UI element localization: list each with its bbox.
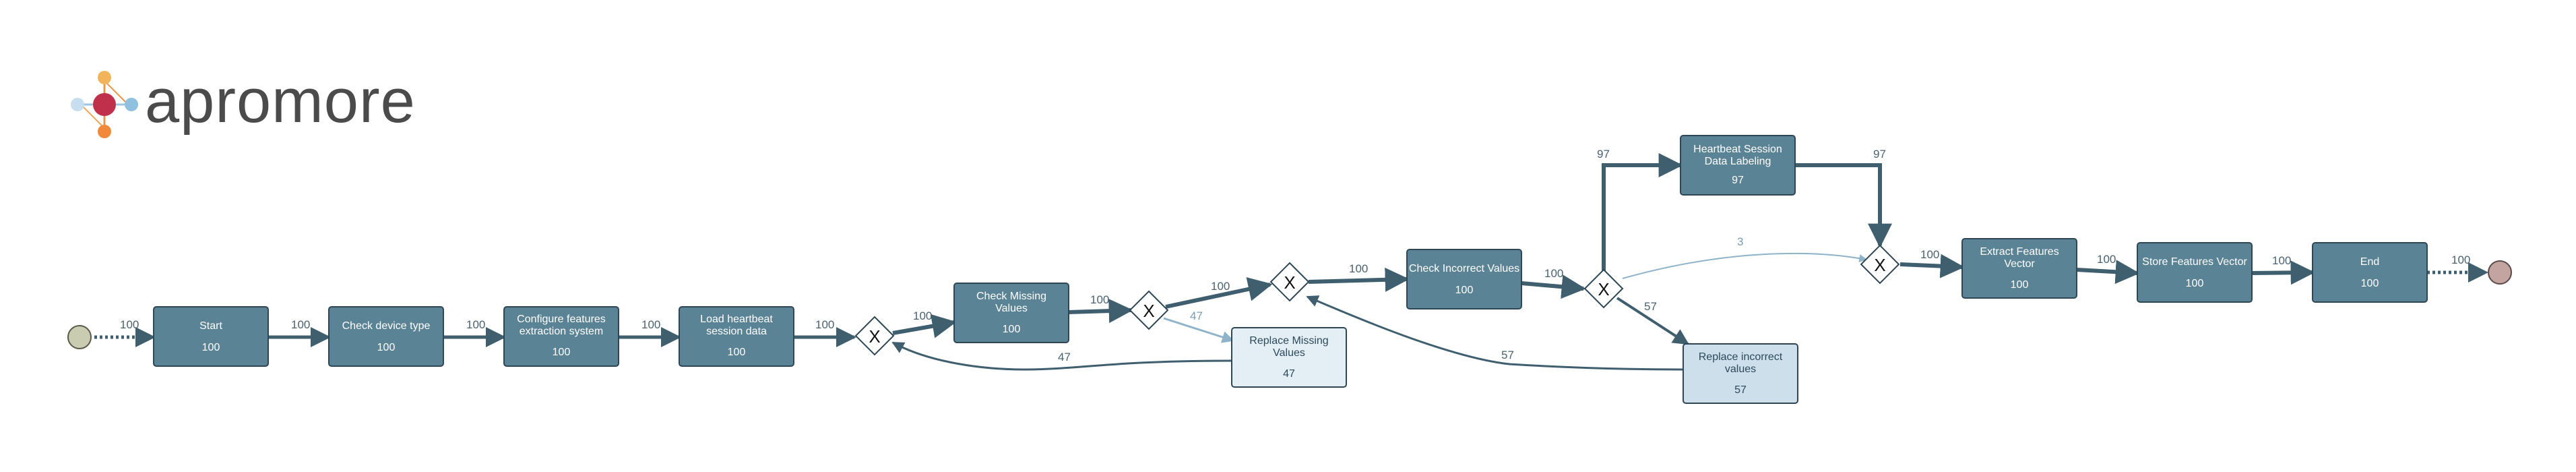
task-label: Store Features Vector xyxy=(2142,256,2247,268)
task-label: Configure features xyxy=(517,314,606,325)
task-count: 57 xyxy=(1734,384,1747,396)
edge-label: 3 xyxy=(1737,235,1743,248)
task-label: Check device type xyxy=(342,320,431,332)
task-heartbeat-labeling[interactable]: Heartbeat Session Data Labeling 97 xyxy=(1680,135,1796,196)
gateway-symbol: X xyxy=(1143,301,1154,321)
edge-gateway4-to-gateway5[interactable] xyxy=(1622,252,1868,279)
edge-gateway5-to-extract[interactable] xyxy=(1899,254,1965,278)
task-label: extraction system xyxy=(520,326,603,337)
edge-label: 47 xyxy=(1190,309,1203,322)
task-count: 100 xyxy=(377,342,396,353)
edge-gateway2-to-gateway3[interactable] xyxy=(1165,277,1273,309)
xor-gateway-2[interactable]: X xyxy=(1129,290,1169,330)
edge-label: 100 xyxy=(1920,248,1939,261)
edge-label: 100 xyxy=(2097,253,2116,266)
edge-extract-to-store[interactable] xyxy=(2076,260,2140,285)
task-label: Data Labeling xyxy=(1705,156,1771,167)
end-event[interactable] xyxy=(2488,260,2512,285)
task-count: 100 xyxy=(2011,279,2029,291)
task-check-incorrect-values[interactable]: Check Incorrect Values 100 xyxy=(1406,249,1522,309)
task-count: 100 xyxy=(1003,324,1021,335)
apromore-logo: apromore xyxy=(67,67,418,142)
edge-check-missing-to-gateway2[interactable] xyxy=(1068,299,1133,324)
edge-gateway2-to-replace-missing[interactable] xyxy=(1163,317,1234,343)
edge-label: 97 xyxy=(1873,148,1886,160)
edge-gateway4-to-labeling[interactable] xyxy=(1602,153,1683,273)
edge-label: 100 xyxy=(466,318,485,331)
task-count: 97 xyxy=(1732,175,1744,186)
task-count: 100 xyxy=(2361,278,2379,289)
task-label: Vector xyxy=(2004,258,2035,270)
task-count: 100 xyxy=(2186,278,2204,289)
task-count: 100 xyxy=(728,347,746,358)
xor-gateway-1[interactable]: X xyxy=(854,316,895,356)
edge-labeling-to-gateway5[interactable] xyxy=(1795,163,1892,248)
edge-replace-missing-to-gateway1[interactable] xyxy=(891,341,1232,371)
task-check-device-type[interactable]: Check device type 100 xyxy=(328,306,444,367)
edge-label: 100 xyxy=(2451,254,2470,266)
task-replace-incorrect-values[interactable]: Replace incorrect values 57 xyxy=(1683,343,1798,404)
xor-gateway-4[interactable]: X xyxy=(1583,268,1624,309)
xor-gateway-3[interactable]: X xyxy=(1269,262,1310,302)
edge-label: 57 xyxy=(1644,300,1657,313)
gateway-symbol: X xyxy=(869,326,880,347)
task-label: Heartbeat Session xyxy=(1693,144,1782,155)
task-check-missing-values[interactable]: Check Missing Values 100 xyxy=(953,283,1069,343)
task-start[interactable]: Start 100 xyxy=(153,306,269,367)
task-count: 100 xyxy=(202,342,220,353)
task-label: Load heartbeat xyxy=(700,314,773,325)
edge-label: 100 xyxy=(2272,254,2291,267)
edges: 100 100 100 100 100 100 100 47 47 100 10… xyxy=(94,148,2488,371)
task-label: values xyxy=(1725,363,1756,375)
task-label: Values xyxy=(995,303,1028,314)
task-end[interactable]: End 100 xyxy=(2312,242,2428,303)
apromore-wordmark: apromore xyxy=(145,67,416,136)
edge-check-incorrect-to-gateway4[interactable] xyxy=(1521,274,1586,299)
xor-gateway-5[interactable]: X xyxy=(1860,244,1900,285)
edge-gateway3-to-check-incorrect[interactable] xyxy=(1308,267,1410,292)
gateway-symbol: X xyxy=(1598,279,1609,299)
edge-gateway1-to-check-missing[interactable] xyxy=(892,314,957,338)
task-label: Values xyxy=(1273,347,1305,359)
gateway-symbol: X xyxy=(1284,272,1295,293)
edge-label: 97 xyxy=(1597,148,1610,160)
apromore-logo-icon xyxy=(71,71,138,138)
edge-label: 47 xyxy=(1058,351,1071,363)
task-configure-features[interactable]: Configure features extraction system 100 xyxy=(503,306,619,367)
task-label: Extract Features xyxy=(1980,246,2059,258)
task-label: End xyxy=(2360,256,2379,268)
edge-label: 57 xyxy=(1501,349,1514,361)
edge-store-to-end[interactable] xyxy=(2251,260,2315,285)
task-label: Replace Missing xyxy=(1249,335,1328,347)
task-count: 100 xyxy=(553,347,571,358)
edge-gateway4-to-replace-incorrect[interactable] xyxy=(1616,297,1690,345)
edge-label: 100 xyxy=(1090,293,1109,306)
edge-label: 100 xyxy=(641,318,660,331)
gateway-symbol: X xyxy=(1874,255,1885,275)
task-label: Check Missing xyxy=(976,291,1046,302)
edge-label: 100 xyxy=(1544,267,1563,280)
task-load-heartbeat[interactable]: Load heartbeat session data 100 xyxy=(679,306,794,367)
edge-label: 100 xyxy=(913,309,932,322)
task-label: Start xyxy=(199,320,222,332)
task-label: session data xyxy=(706,326,767,337)
edge-label: 100 xyxy=(1211,280,1230,293)
edge-label: 100 xyxy=(1349,262,1368,275)
task-count: 47 xyxy=(1283,368,1295,380)
start-event[interactable] xyxy=(67,325,92,349)
task-count: 100 xyxy=(1455,285,1474,296)
task-label: Check Incorrect Values xyxy=(1409,263,1519,274)
edge-label: 100 xyxy=(815,318,834,331)
edge-label: 100 xyxy=(120,318,139,331)
edge-label: 100 xyxy=(291,318,310,331)
edge-replace-incorrect-to-gateway3[interactable] xyxy=(1306,295,1684,371)
task-replace-missing-values[interactable]: Replace Missing Values 47 xyxy=(1231,327,1347,388)
task-label: Replace incorrect xyxy=(1699,351,1783,363)
task-store-features[interactable]: Store Features Vector 100 xyxy=(2137,242,2253,303)
task-extract-features[interactable]: Extract Features Vector 100 xyxy=(1961,238,2077,299)
